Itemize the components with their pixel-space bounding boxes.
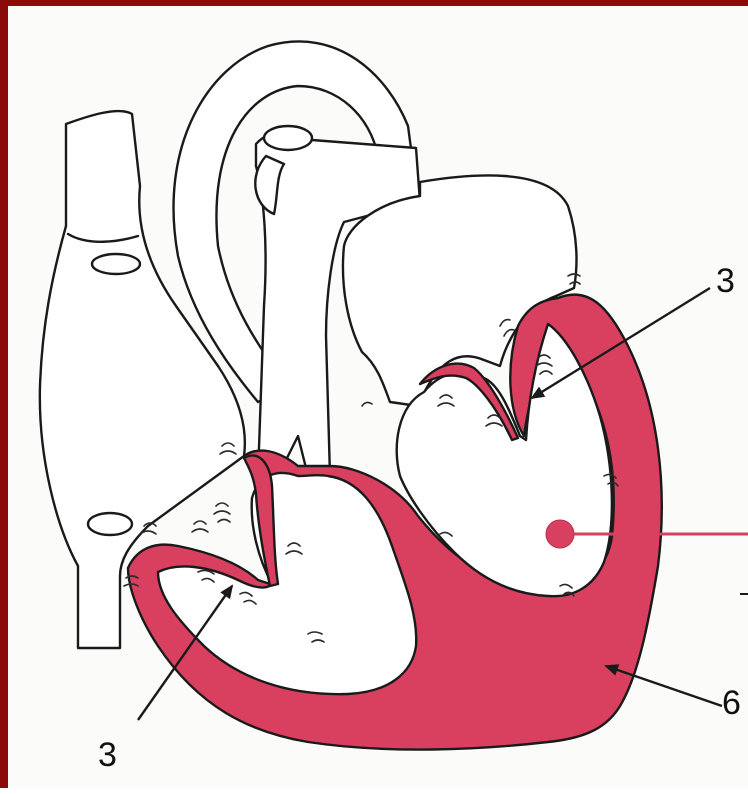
chamber-marker-dot <box>546 520 574 548</box>
pulmonary-opening <box>264 126 312 150</box>
label-septum: 6 <box>722 684 741 722</box>
heart-diagram: 3 3 6 <box>8 6 748 794</box>
vessel-opening-bottom <box>88 513 132 535</box>
vessel-opening-top <box>92 254 140 274</box>
label-right-valve: 3 <box>716 262 735 300</box>
label-left-valve: 3 <box>98 736 117 774</box>
